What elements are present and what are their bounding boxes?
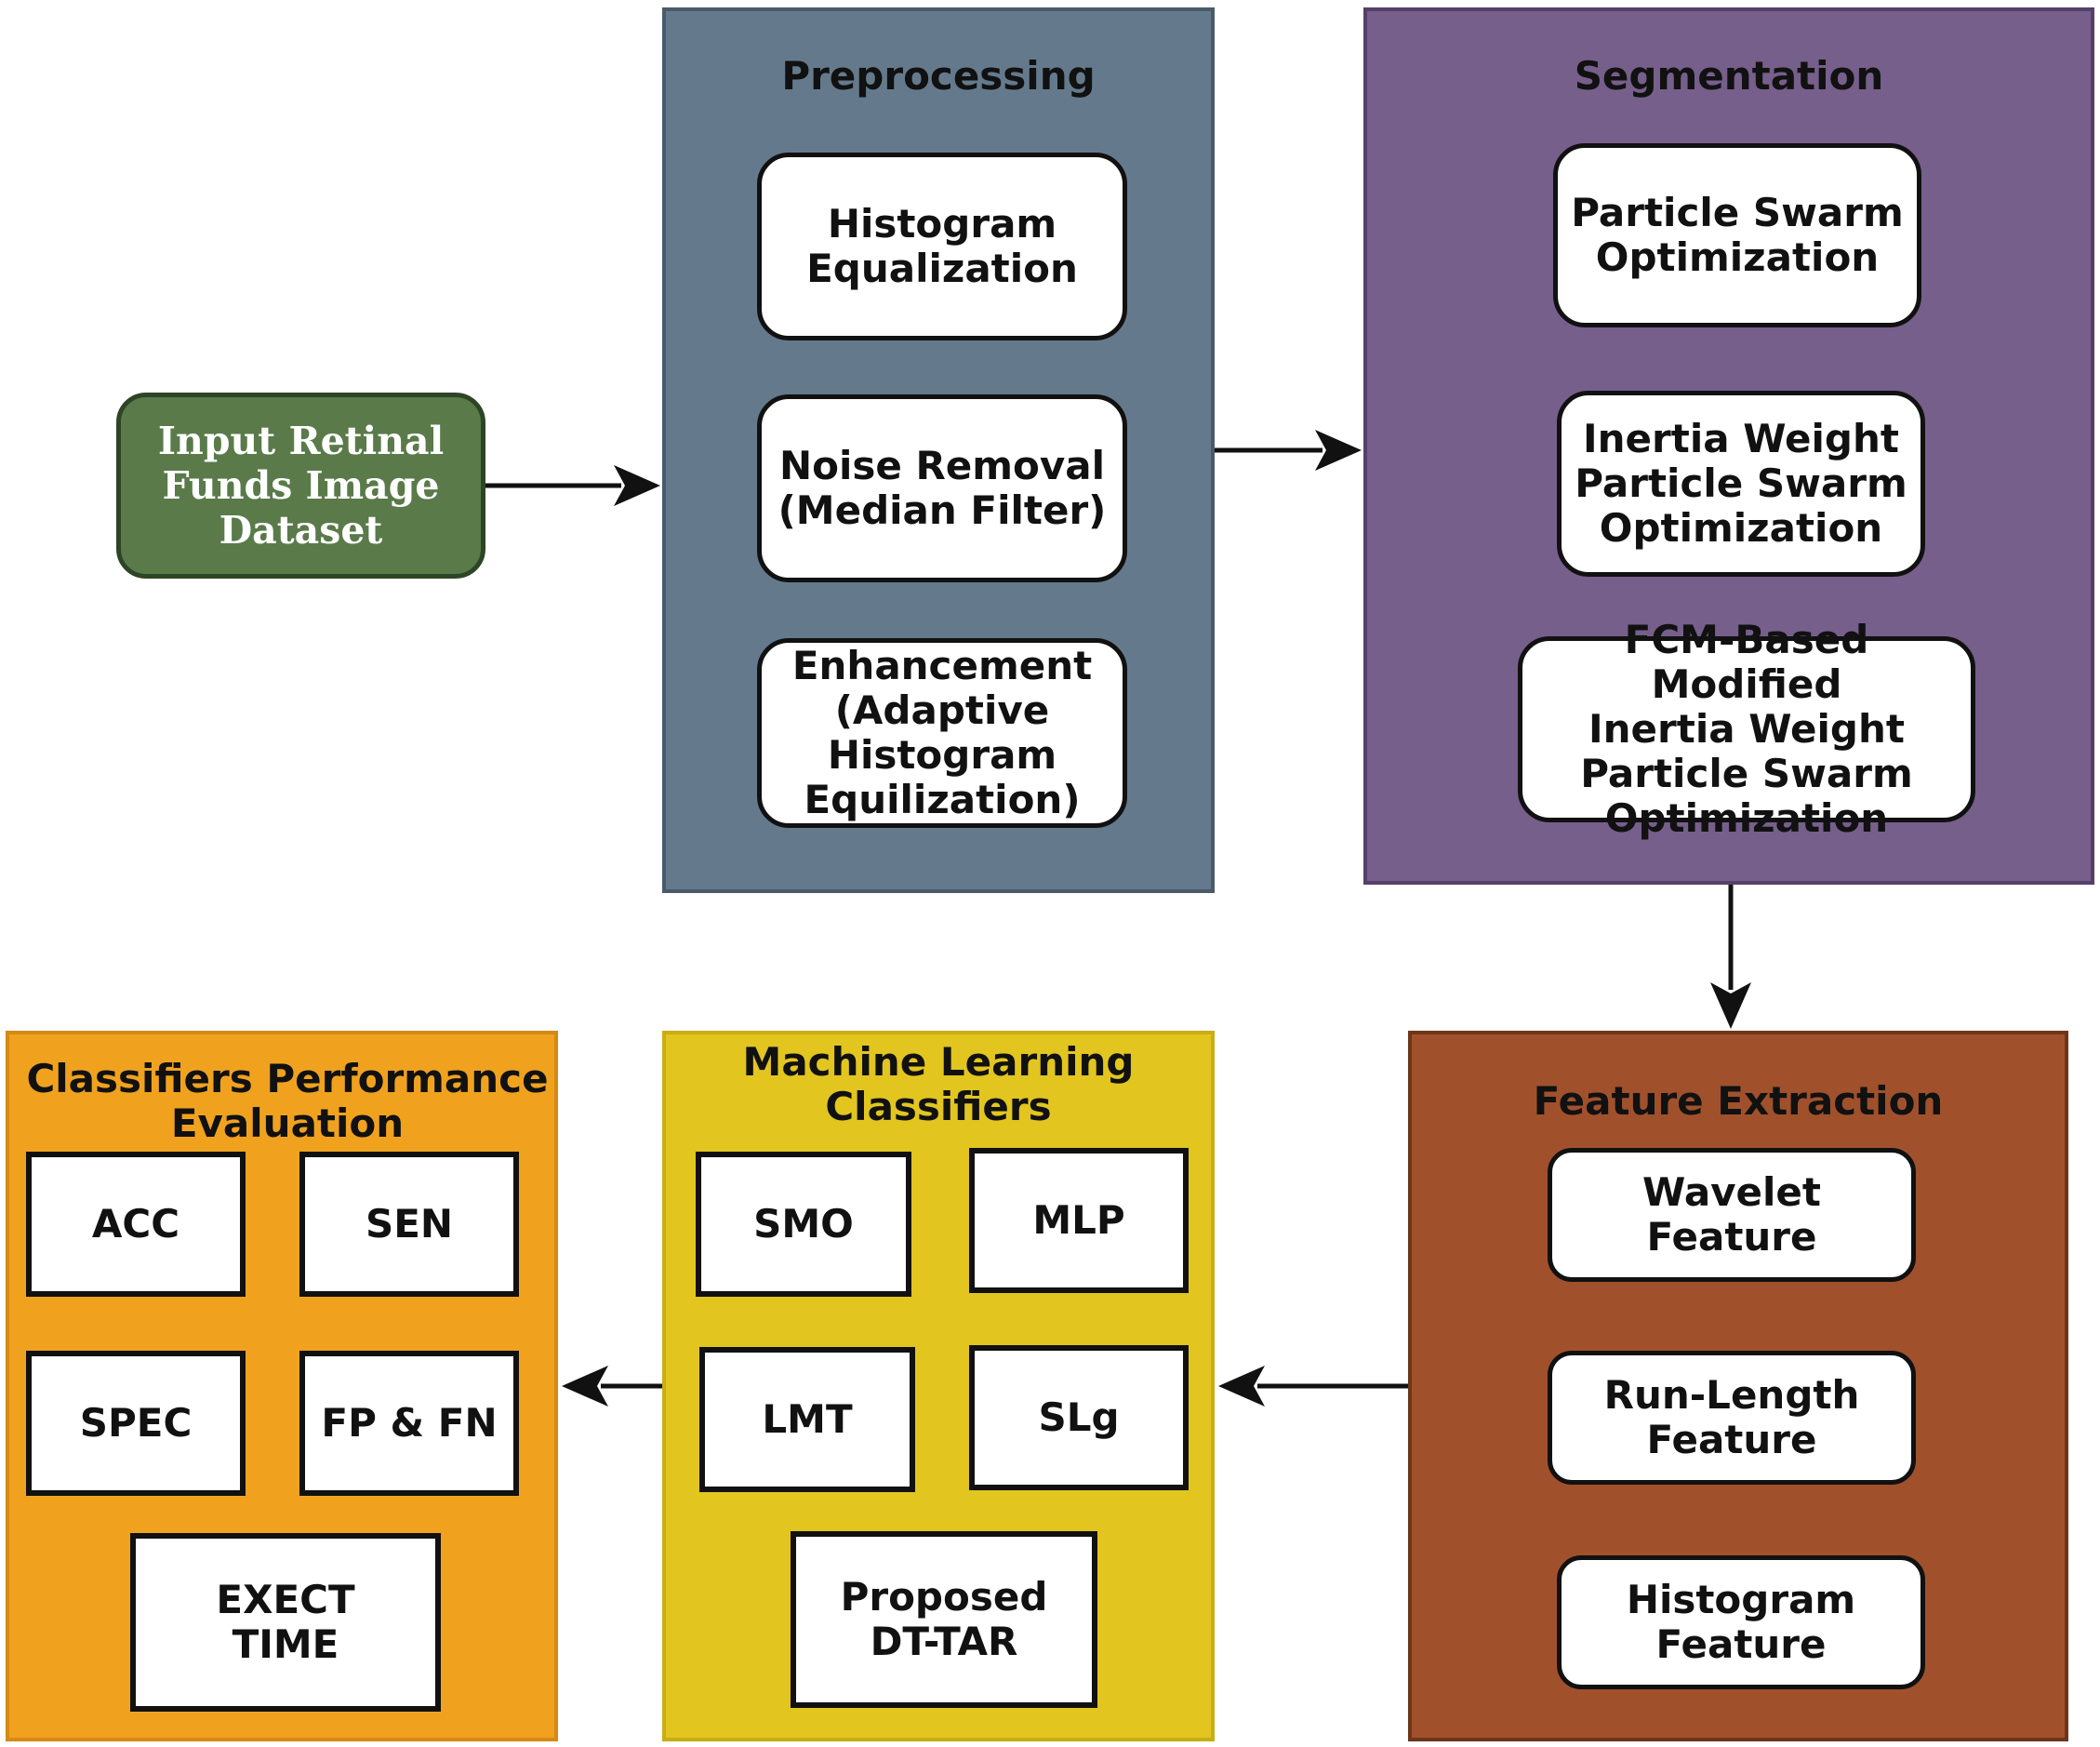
preprocessing-title: Preprocessing xyxy=(781,53,1096,99)
arrow-preprocessing-to-segmentation-head xyxy=(1315,430,1362,471)
wavelet-feature-box: Wavelet Feature xyxy=(1548,1148,1916,1282)
sen-box: SEN xyxy=(299,1152,519,1297)
input-dataset-box: Input Retinal Funds Image Dataset xyxy=(116,393,485,579)
evaluation-title: Classifiers Performance Evaluation xyxy=(26,1056,549,1146)
mlp-box: MLP xyxy=(969,1148,1189,1293)
slg-box: SLg xyxy=(969,1345,1189,1490)
arrow-input-to-preprocessing-head xyxy=(614,465,660,506)
fp-fn-box: FP & FN xyxy=(299,1351,519,1496)
arrow-segmentation-to-features-head xyxy=(1710,982,1751,1029)
feature-extraction-title: Feature Extraction xyxy=(1533,1078,1944,1124)
iwpso-box: Inertia Weight Particle Swarm Optimizati… xyxy=(1557,391,1925,577)
lmt-box: LMT xyxy=(699,1347,915,1492)
noise-removal-box: Noise Removal (Median Filter) xyxy=(757,394,1127,582)
smo-box: SMO xyxy=(696,1152,911,1297)
preprocessing-panel: Preprocessing Histogram Equalization Noi… xyxy=(662,7,1215,893)
enhancement-box: Enhancement (Adaptive Histogram Equiliza… xyxy=(757,638,1127,828)
spec-box: SPEC xyxy=(26,1351,246,1496)
run-length-feature-box: Run-Length Feature xyxy=(1548,1351,1916,1485)
pso-box: Particle Swarm Optimization xyxy=(1553,143,1921,327)
ml-classifiers-title: Machine Learning Classifiers xyxy=(742,1039,1135,1129)
histogram-feature-box: Histogram Feature xyxy=(1557,1555,1925,1689)
arrow-features-to-ml-head xyxy=(1218,1366,1265,1407)
histogram-equalization-box: Histogram Equalization xyxy=(757,153,1127,340)
segmentation-panel: Segmentation Particle Swarm Optimization… xyxy=(1363,7,2094,885)
evaluation-panel: Classifiers Performance Evaluation ACC S… xyxy=(6,1031,558,1741)
proposed-dt-tar-box: Proposed DT-TAR xyxy=(791,1531,1097,1708)
exect-time-box: EXECT TIME xyxy=(130,1533,441,1712)
feature-extraction-panel: Feature Extraction Wavelet Feature Run-L… xyxy=(1408,1031,2068,1741)
acc-box: ACC xyxy=(26,1152,246,1297)
ml-classifiers-panel: Machine Learning Classifiers SMO MLP LMT… xyxy=(662,1031,1215,1741)
arrow-ml-to-evaluation-head xyxy=(562,1366,608,1407)
segmentation-title: Segmentation xyxy=(1574,53,1884,99)
